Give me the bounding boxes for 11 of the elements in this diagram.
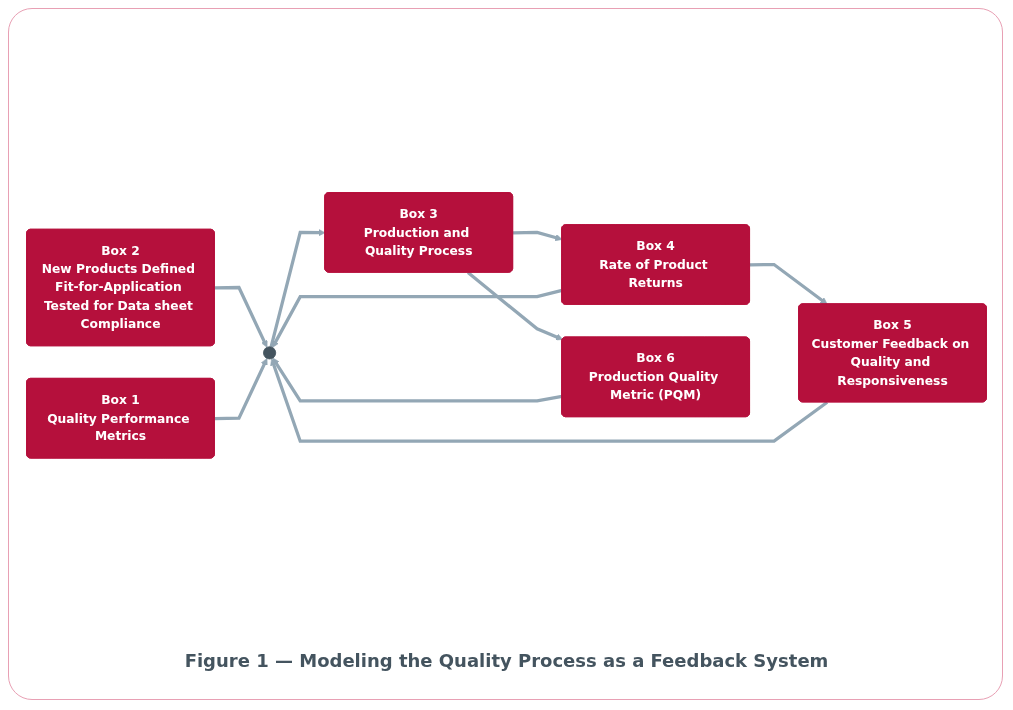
- arrow: [214, 357, 268, 420]
- arrow: [214, 285, 268, 348]
- arrow: [513, 230, 563, 241]
- arrow: [466, 271, 563, 340]
- figure-caption: Figure 1 — Modeling the Quality Process as a Feedback System: [184, 650, 829, 671]
- arrow: [272, 357, 563, 403]
- arrow: [270, 358, 829, 443]
- arrow: [749, 262, 828, 305]
- arrow: [272, 288, 563, 348]
- node-circle: [263, 346, 277, 360]
- arrow: [269, 228, 326, 348]
